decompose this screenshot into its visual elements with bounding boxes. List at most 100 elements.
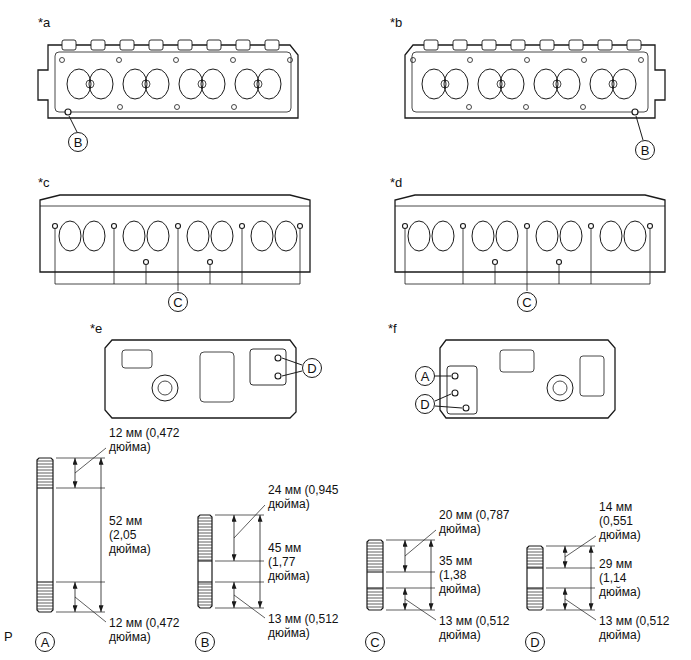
view-label: *f bbox=[388, 322, 397, 336]
thread bbox=[367, 555, 383, 556]
port bbox=[500, 69, 524, 99]
bolt-hole bbox=[468, 58, 473, 63]
stud-hole bbox=[452, 373, 458, 379]
thread bbox=[198, 521, 212, 522]
port bbox=[251, 221, 273, 251]
thread bbox=[198, 536, 212, 537]
dimension-label: 13 мм (0,512 дюйма) bbox=[439, 614, 519, 642]
thread bbox=[37, 594, 53, 595]
stud-hole bbox=[589, 224, 594, 229]
stud-bolt bbox=[37, 448, 106, 622]
thread-end bbox=[527, 587, 543, 588]
thread bbox=[37, 476, 53, 477]
thread bbox=[37, 588, 53, 589]
thread bbox=[198, 557, 212, 558]
dimension-label: 13 мм (0,512 дюйма) bbox=[599, 614, 679, 642]
extension-line bbox=[386, 588, 435, 589]
bolt-hole bbox=[411, 58, 416, 63]
cam-cap bbox=[424, 40, 438, 50]
leader-line bbox=[242, 229, 243, 284]
thread bbox=[367, 561, 383, 562]
view-label: *b bbox=[390, 16, 402, 30]
thread bbox=[367, 589, 383, 590]
bolt-hole bbox=[175, 105, 180, 110]
callout-letter: D bbox=[415, 394, 435, 414]
plug-hole bbox=[86, 80, 94, 88]
bolt-hole bbox=[525, 58, 530, 63]
thread-end bbox=[198, 560, 212, 561]
port bbox=[496, 221, 518, 251]
thread-end bbox=[37, 487, 53, 488]
mount-pad bbox=[250, 349, 286, 385]
thread bbox=[37, 461, 53, 462]
leader-line bbox=[435, 394, 451, 401]
thread bbox=[37, 482, 53, 483]
leader-line bbox=[75, 597, 106, 622]
thread bbox=[37, 603, 53, 604]
thread bbox=[367, 595, 383, 596]
cam-cap bbox=[265, 40, 279, 50]
port bbox=[123, 221, 145, 251]
thread bbox=[37, 597, 53, 598]
thread bbox=[198, 524, 212, 525]
leader-line bbox=[210, 265, 211, 284]
port bbox=[556, 69, 580, 99]
leader-line bbox=[55, 229, 56, 284]
port bbox=[145, 69, 169, 99]
head-outline bbox=[405, 45, 665, 118]
stud-hole bbox=[632, 109, 638, 115]
bolt-hole bbox=[581, 105, 586, 110]
callout-letter: D bbox=[302, 358, 322, 378]
extension-line bbox=[56, 612, 105, 613]
leader-line bbox=[591, 229, 592, 284]
thread bbox=[198, 542, 212, 543]
thread bbox=[367, 549, 383, 550]
extension-line bbox=[56, 488, 105, 489]
cam-cap bbox=[236, 40, 250, 50]
thread bbox=[527, 564, 543, 565]
dimension-label: 12 мм (0,472 дюйма) bbox=[109, 426, 189, 454]
thread bbox=[367, 558, 383, 559]
port bbox=[123, 69, 147, 99]
thread bbox=[367, 607, 383, 608]
leader-line bbox=[234, 595, 265, 618]
head-outline bbox=[395, 195, 665, 272]
head-rim bbox=[55, 52, 291, 112]
thread bbox=[527, 601, 543, 602]
thread bbox=[198, 530, 212, 531]
callout-text: B bbox=[201, 636, 210, 649]
extension-line bbox=[215, 608, 264, 609]
extension-line bbox=[386, 572, 435, 573]
bolt-hole bbox=[288, 58, 293, 63]
dimension-line bbox=[591, 546, 592, 610]
stud-body bbox=[198, 515, 212, 608]
leader-line bbox=[435, 376, 451, 377]
extension-line bbox=[215, 515, 264, 516]
callout-letter: B bbox=[635, 140, 655, 160]
port bbox=[478, 69, 502, 99]
port bbox=[187, 221, 209, 251]
thread bbox=[37, 600, 53, 601]
stud-hole bbox=[65, 109, 71, 115]
callout-letter: B bbox=[195, 632, 215, 652]
cylinder-head-end bbox=[435, 340, 615, 418]
dimension-line bbox=[260, 515, 261, 608]
dimension-label: 52 мм (2,05 дюйма) bbox=[109, 514, 157, 556]
plug-hole bbox=[142, 80, 150, 88]
callout-letter: B bbox=[68, 132, 88, 152]
plug-hole bbox=[254, 80, 262, 88]
cam-cap bbox=[207, 40, 221, 50]
leader-line bbox=[463, 229, 464, 284]
port bbox=[560, 221, 582, 251]
thread bbox=[527, 598, 543, 599]
thread bbox=[198, 605, 212, 606]
port bbox=[179, 69, 203, 99]
thread bbox=[527, 567, 543, 568]
leader-line bbox=[636, 116, 643, 140]
stud-hole bbox=[463, 405, 469, 411]
leader-line bbox=[405, 530, 436, 556]
thread bbox=[198, 539, 212, 540]
dimension-label: 14 мм (0,551 дюйма) bbox=[599, 500, 647, 542]
leader-line bbox=[527, 229, 528, 284]
extension-line bbox=[386, 540, 435, 541]
